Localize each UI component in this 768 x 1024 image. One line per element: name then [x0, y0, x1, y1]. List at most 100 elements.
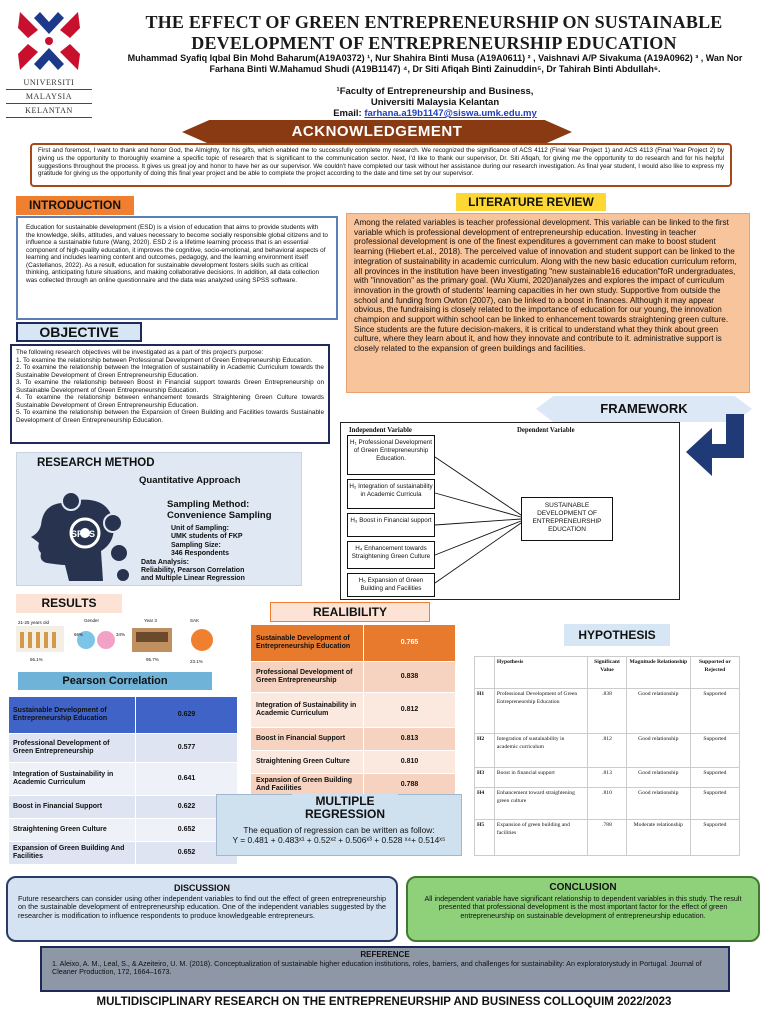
- conclusion-box: CONCLUSION All independent variable have…: [406, 876, 760, 942]
- logo-line-2: MALAYSIA: [6, 90, 92, 104]
- table-row: Sustainable Development of Entrepreneurs…: [8, 696, 238, 734]
- results-sak-pct: 23.1%: [190, 659, 203, 664]
- regression-heading-line-1: MULTIPLE: [315, 794, 375, 808]
- objective-heading: OBJECTIVE: [16, 322, 142, 342]
- acknowledgement-banner: ACKNOWLEDGEMENT: [182, 120, 572, 144]
- framework-connectors: [434, 456, 522, 584]
- hypothesis-magnitude: Good relationship: [625, 786, 691, 820]
- logo-mark-icon: [18, 12, 80, 70]
- email-link[interactable]: farhana.a19b1147@siswa.umk.edu.my: [364, 108, 537, 119]
- reliability-variable: Sustainable Development of Entrepreneurs…: [250, 624, 364, 662]
- objective-box: The following research objectives will b…: [10, 344, 330, 444]
- literature-review-heading: LITERATURE REVIEW: [456, 193, 606, 211]
- hypothesis-id: H3: [474, 767, 495, 788]
- research-method-panel: RESEARCH METHOD SPSS Quantitative Approa…: [16, 452, 302, 586]
- hypothesis-text: Professional Development of Green Entrep…: [493, 688, 589, 735]
- affiliation: ¹Faculty of Entrepreneurship and Busines…: [110, 86, 760, 108]
- conclusion-text: All independent variable have significan…: [424, 893, 742, 920]
- logo-line-1: UNIVERSITI: [6, 76, 92, 90]
- table-row: Boost in Financial Support 0.622: [8, 795, 238, 819]
- introduction-text: Education for sustainable development (E…: [16, 216, 338, 320]
- reliability-table: Sustainable Development of Entrepreneurs…: [250, 624, 456, 797]
- conclusion-heading: CONCLUSION: [549, 882, 617, 893]
- hypothesis-significance: .812: [587, 733, 627, 769]
- reliability-variable: Professional Development of Green Entrep…: [250, 661, 364, 693]
- framework-iv-box: H₂ Integration of sustainability in Acad…: [347, 479, 435, 509]
- literature-review-text: Among the related variables is teacher p…: [346, 213, 750, 393]
- reliability-heading: REALIBILITY: [270, 602, 430, 622]
- hypothesis-header: Significant Value: [587, 655, 627, 690]
- hypothesis-id: H4: [474, 786, 495, 820]
- hypothesis-magnitude: Good relationship: [625, 733, 691, 769]
- table-row: Straightening Green Culture 0.652: [8, 818, 238, 842]
- reliability-value: 0.812: [363, 692, 456, 728]
- pearson-variable: Straightening Green Culture: [8, 818, 136, 842]
- hypothesis-result: Supported: [689, 818, 741, 857]
- framework-iv-box: H₅ Expansion of Green Building and Facil…: [347, 573, 435, 597]
- hypothesis-table: Hypothesis Significant Value Magnitude R…: [474, 655, 741, 857]
- logo-line-3: KELANTAN: [6, 104, 92, 118]
- demographic-figures-icon: [16, 626, 213, 652]
- hypothesis-result: Supported: [689, 688, 741, 735]
- framework-iv-box: H₃ Boost in Financial support: [347, 513, 435, 537]
- hypothesis-id: H5: [474, 818, 495, 857]
- pearson-variable: Boost in Financial Support: [8, 795, 136, 819]
- reference-box: REFERENCE 1. Aleixo, A. M., Leal, S., & …: [40, 946, 730, 992]
- framework-dv-box: SUSTAINABLE DEVELOPMENT OF ENTREPRENEURS…: [521, 497, 613, 541]
- pearson-value: 0.629: [135, 696, 238, 734]
- framework-heading: FRAMEWORK: [536, 396, 752, 422]
- table-row: Integration of Sustainability in Academi…: [8, 762, 238, 796]
- objective-item: 2. To examine the relationship between t…: [16, 364, 324, 379]
- hypothesis-significance: .810: [587, 786, 627, 820]
- results-heading: RESULTS: [16, 594, 122, 613]
- pearson-variable: Professional Development of Green Entrep…: [8, 733, 136, 763]
- hypothesis-id: H1: [474, 688, 495, 735]
- research-method-illustration-icon: [31, 491, 131, 583]
- table-row: Straightening Green Culture 0.810: [250, 750, 456, 774]
- hypothesis-id: H2: [474, 733, 495, 769]
- table-row: H1 Professional Development of Green Ent…: [474, 688, 741, 735]
- hypothesis-header: Magnitude Relationship: [625, 655, 691, 690]
- hypothesis-result: Supported: [689, 733, 741, 769]
- table-row: Professional Development of Green Entrep…: [8, 733, 238, 763]
- regression-intro: The equation of regression can be writte…: [243, 825, 435, 835]
- footer-title: MULTIDISCIPLINARY RESEARCH ON THE ENTREP…: [96, 996, 672, 1008]
- pearson-value: 0.641: [135, 762, 238, 796]
- hypothesis-header: Supported or Rejected: [689, 655, 741, 690]
- hypothesis-header: [474, 655, 495, 690]
- university-name: UNIVERSITI MALAYSIA KELANTAN: [6, 76, 92, 118]
- framework-diagram: Independent Variable Dependent Variable …: [340, 422, 680, 600]
- table-row: Professional Development of Green Entrep…: [250, 661, 456, 693]
- affiliation-university: Universiti Malaysia Kelantan: [370, 97, 500, 108]
- hypothesis-result: Supported: [689, 767, 741, 788]
- objective-item: 1. To examine the relationship between P…: [16, 356, 313, 364]
- unit-of-sampling-title: Unit of Sampling:: [171, 525, 229, 532]
- research-method-details: Unit of Sampling: UMK students of FKP Sa…: [141, 525, 245, 584]
- discussion-text: Future researchers can consider using ot…: [18, 893, 386, 920]
- regression-equation: Y = 0.481 + 0.483ˣ¹ + 0.52ˣ² + 0.506ˣ³ +…: [232, 835, 446, 845]
- framework-iv-box: H₁ Professional Development of Green Ent…: [347, 435, 435, 475]
- results-gender-pct-a: 66%: [74, 632, 84, 637]
- reference-heading: REFERENCE: [360, 950, 410, 959]
- discussion-box: DISCUSSION Future researchers can consid…: [6, 876, 398, 942]
- email-label: Email:: [333, 108, 365, 119]
- table-row: Integration of Sustainability in Academi…: [250, 692, 456, 728]
- reliability-variable: Boost in Financial Support: [250, 727, 364, 751]
- table-row: H2 Integration of sustainability in acad…: [474, 733, 741, 769]
- pearson-variable: Expansion of Green Building And Faciliti…: [8, 841, 136, 865]
- hypothesis-text: Expansion of green building and faciliti…: [493, 818, 589, 857]
- table-row: H4 Enhancement toward straightening gree…: [474, 786, 741, 820]
- hypothesis-significance: .813: [587, 767, 627, 788]
- hypothesis-text: Integration of sustainability in academi…: [493, 733, 589, 769]
- hypothesis-text: Boost in financial support: [493, 767, 589, 788]
- table-row: H3 Boost in financial support .813 Good …: [474, 767, 741, 788]
- research-method-heading: RESEARCH METHOD: [37, 457, 155, 469]
- reliability-variable: Straightening Green Culture: [250, 750, 364, 774]
- author-list: Muhammad Syafiq Iqbal Bin Mohd Baharum(A…: [127, 53, 743, 74]
- results-year-pct: 95.7%: [146, 657, 159, 662]
- regression-heading-line-2: REGRESSION: [304, 807, 385, 821]
- reliability-value: 0.810: [363, 750, 456, 774]
- regression-heading: MULTIPLE REGRESSION: [292, 794, 398, 822]
- hypothesis-header: Hypothesis: [493, 655, 589, 690]
- framework-arrow-icon: [686, 414, 744, 476]
